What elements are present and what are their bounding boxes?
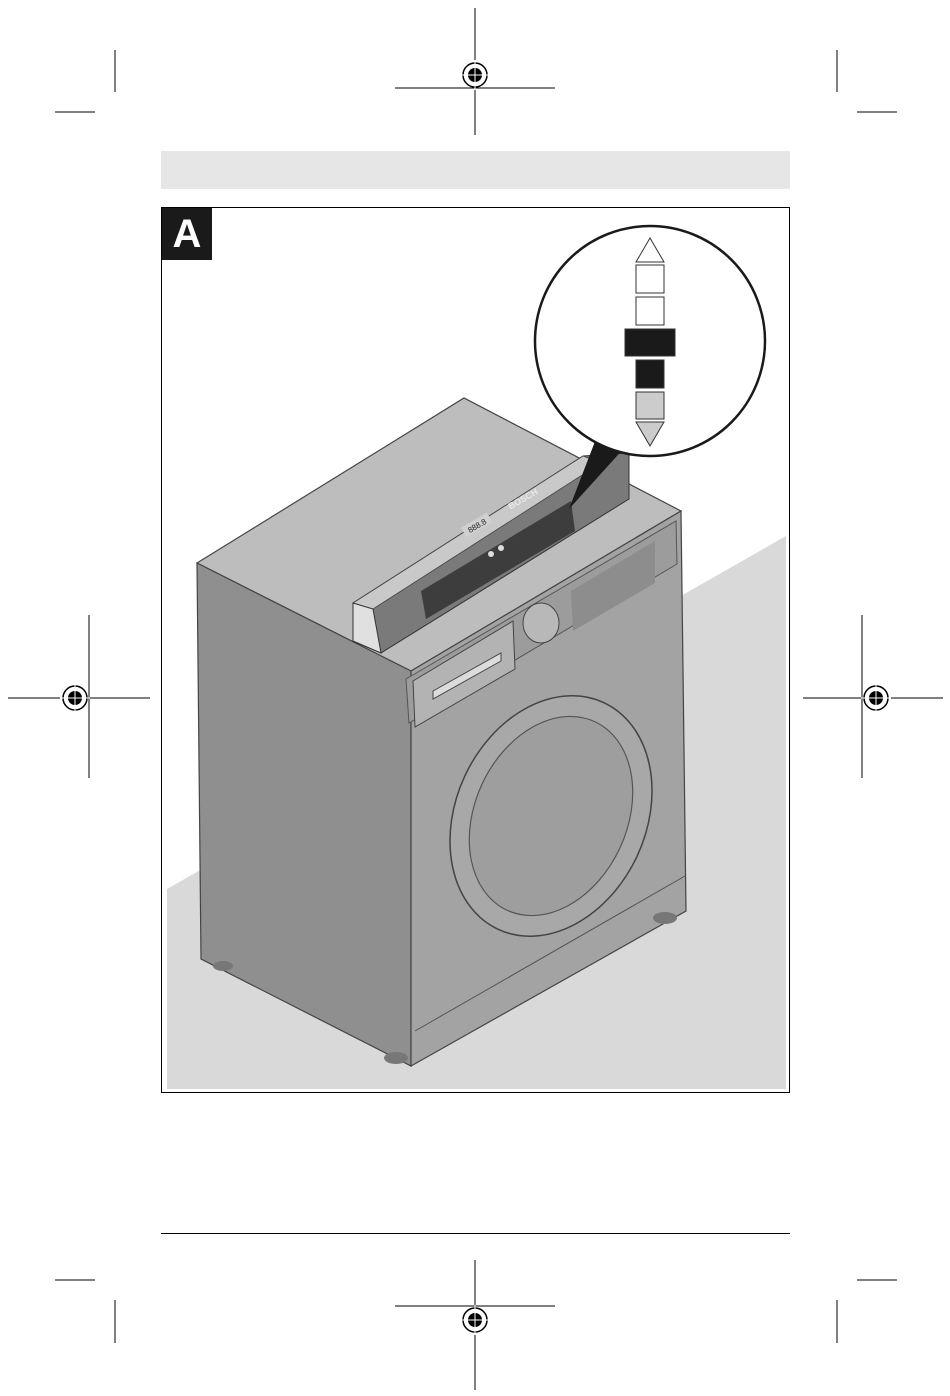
registration-mark-icon xyxy=(460,60,490,90)
indicator-segment-square xyxy=(636,297,664,325)
header-bar xyxy=(161,151,790,189)
indicator-segment-square xyxy=(636,265,664,293)
machine-foot xyxy=(213,961,233,971)
indicator-segment-square xyxy=(636,360,664,388)
level-tool-button xyxy=(498,545,504,551)
footer-rule xyxy=(161,1233,790,1234)
machine-foot xyxy=(653,912,677,924)
figure-label: A xyxy=(162,208,212,260)
machine-foot xyxy=(384,1052,408,1064)
washing-machine-illustration: 888.8 BOSCH xyxy=(162,208,790,1093)
program-knob xyxy=(523,603,559,643)
level-tool-button xyxy=(488,551,494,557)
registration-mark-icon xyxy=(460,1305,490,1335)
registration-mark-icon xyxy=(60,683,90,713)
indicator-segment-square xyxy=(636,392,664,419)
figure-frame: 888.8 BOSCH xyxy=(161,207,790,1093)
registration-mark-icon xyxy=(861,683,891,713)
indicator-segment-wide-bar xyxy=(625,329,675,356)
